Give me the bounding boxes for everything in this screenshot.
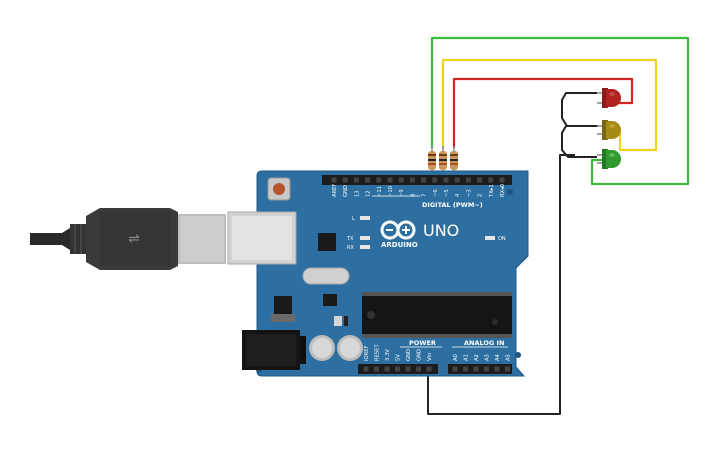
digital-pin-label: 12 bbox=[366, 190, 372, 197]
digital-pin-hole[interactable] bbox=[477, 177, 483, 183]
digital-pin-hole[interactable] bbox=[454, 177, 460, 183]
led-red[interactable] bbox=[597, 88, 621, 108]
led-green[interactable] bbox=[597, 149, 621, 169]
digital-pin-label: 2 bbox=[478, 194, 484, 197]
digital-pin-hole[interactable] bbox=[421, 177, 427, 183]
digital-pin-label: ~11 bbox=[377, 186, 383, 197]
usb-controller-chip bbox=[318, 233, 336, 251]
power-pin-hole[interactable] bbox=[363, 366, 369, 372]
analog-pin-label: A0 bbox=[453, 354, 459, 361]
digital-pin-label: 4 bbox=[455, 193, 461, 197]
power-header[interactable] bbox=[358, 364, 438, 374]
dc-power-jack[interactable] bbox=[242, 330, 306, 370]
digital-section-label: DIGITAL (PWM~) bbox=[422, 201, 483, 209]
reset-button[interactable] bbox=[267, 177, 291, 201]
digital-pin-hole[interactable] bbox=[376, 177, 382, 183]
digital-pin-label: ~9 bbox=[399, 189, 405, 197]
power-pin-label: 5V bbox=[396, 354, 402, 361]
ground-bus-wire[interactable] bbox=[561, 92, 598, 158]
resistor-2[interactable] bbox=[439, 146, 447, 176]
power-pin-label: GND bbox=[406, 349, 412, 361]
digital-pin-hole[interactable] bbox=[409, 177, 415, 183]
brand-label: ARDUINO bbox=[381, 241, 418, 249]
model-label: UNO bbox=[423, 221, 459, 240]
digital-pin-hole[interactable] bbox=[365, 177, 371, 183]
led-label-tx: TX bbox=[346, 236, 354, 242]
digital-pin-hole[interactable] bbox=[342, 177, 348, 183]
power-pin-label: 3.3V bbox=[385, 349, 391, 361]
power-pin-label: Vin bbox=[427, 353, 433, 361]
digital-pin-label: ~3 bbox=[466, 189, 472, 197]
power-pin-hole[interactable] bbox=[395, 366, 400, 372]
analog-pin-hole[interactable] bbox=[494, 366, 500, 372]
digital-pin-label: ~10 bbox=[388, 186, 394, 197]
digital-pin-hole[interactable] bbox=[331, 177, 337, 183]
digital-pin-hole[interactable] bbox=[353, 177, 359, 183]
leds bbox=[597, 88, 621, 169]
power-pin-labels: IOREF RESET 3.3V 5V GND GND Vin bbox=[364, 344, 433, 361]
led-label-on: ON bbox=[498, 236, 506, 242]
digital-pin-label: AREF bbox=[332, 184, 338, 197]
digital-pin-label: GND bbox=[343, 185, 349, 197]
digital-pin-label: ~6 bbox=[433, 189, 439, 197]
power-pin-label: RESET bbox=[375, 344, 381, 361]
usb-b-port[interactable] bbox=[227, 211, 297, 265]
analog-header[interactable] bbox=[448, 364, 512, 374]
capacitor-2 bbox=[337, 335, 363, 361]
power-pin-hole[interactable] bbox=[374, 366, 379, 372]
led-yellow[interactable] bbox=[597, 120, 621, 140]
analog-pin-hole[interactable] bbox=[484, 366, 489, 372]
atmega-chip bbox=[362, 296, 512, 334]
digital-pin-label: 13 bbox=[354, 190, 360, 197]
analog-pin-hole[interactable] bbox=[505, 366, 510, 372]
digital-pin-hole[interactable] bbox=[488, 177, 494, 183]
analog-pin-label: A5 bbox=[506, 354, 512, 361]
analog-pin-hole[interactable] bbox=[473, 366, 479, 372]
yellow-wire[interactable] bbox=[441, 58, 658, 152]
analog-pin-label: A2 bbox=[474, 354, 480, 361]
digital-pin-hole[interactable] bbox=[432, 177, 438, 183]
analog-pin-label: A1 bbox=[464, 354, 470, 361]
power-pin-label: GND bbox=[417, 349, 423, 361]
led-label-l: L bbox=[352, 216, 355, 222]
power-pin-hole[interactable] bbox=[426, 366, 432, 372]
digital-pin-hole[interactable] bbox=[499, 177, 505, 183]
digital-pin-label: ~5 bbox=[444, 189, 450, 197]
usb-cable[interactable]: ⇌ bbox=[30, 208, 226, 270]
usb-symbol-icon: ⇌ bbox=[128, 231, 140, 247]
digital-pin-hole[interactable] bbox=[398, 177, 404, 183]
red-wire[interactable] bbox=[452, 77, 634, 148]
led-label-rx: RX bbox=[347, 245, 354, 251]
analog-section-label: ANALOG IN bbox=[464, 339, 504, 347]
digital-pin-hole[interactable] bbox=[465, 177, 471, 183]
arduino-logo-icon bbox=[380, 220, 416, 240]
power-pin-hole[interactable] bbox=[416, 366, 421, 372]
digital-pin-label: 7 bbox=[422, 194, 428, 197]
analog-pin-label: A4 bbox=[495, 353, 501, 361]
digital-pin-label: 8 bbox=[410, 194, 416, 197]
digital-pin-hole[interactable] bbox=[443, 177, 449, 183]
digital-pin-label: RX◂0 bbox=[500, 184, 506, 197]
arduino-board[interactable]: L TX RX ON UNO ARDUINO AREF GND 13 12 ~11 ~10… bbox=[227, 170, 529, 377]
analog-pin-label: A3 bbox=[485, 354, 491, 361]
analog-pin-hole[interactable] bbox=[463, 366, 468, 372]
digital-pin-hole[interactable] bbox=[387, 177, 393, 183]
digital-header[interactable] bbox=[322, 175, 512, 185]
green-wire[interactable] bbox=[430, 36, 690, 186]
digital-pin-labels: AREF GND 13 12 ~11 ~10 ~9 8 7 ~6 ~5 4 ~3 2 TX▸1 RX◂0 bbox=[332, 184, 506, 198]
power-pin-hole[interactable] bbox=[405, 366, 411, 372]
power-section-label: POWER bbox=[409, 339, 436, 347]
power-pin-hole[interactable] bbox=[384, 366, 390, 372]
crystal bbox=[302, 267, 350, 285]
power-pin-label: IOREF bbox=[364, 346, 370, 361]
usb-cable-tail bbox=[30, 228, 70, 250]
capacitor-1 bbox=[309, 335, 335, 361]
digital-pin-label: TX▸1 bbox=[489, 184, 495, 198]
resistors bbox=[428, 146, 458, 176]
analog-pin-labels: A0 A1 A2 A3 A4 A5 bbox=[453, 353, 512, 361]
analog-pin-hole[interactable] bbox=[452, 366, 458, 372]
